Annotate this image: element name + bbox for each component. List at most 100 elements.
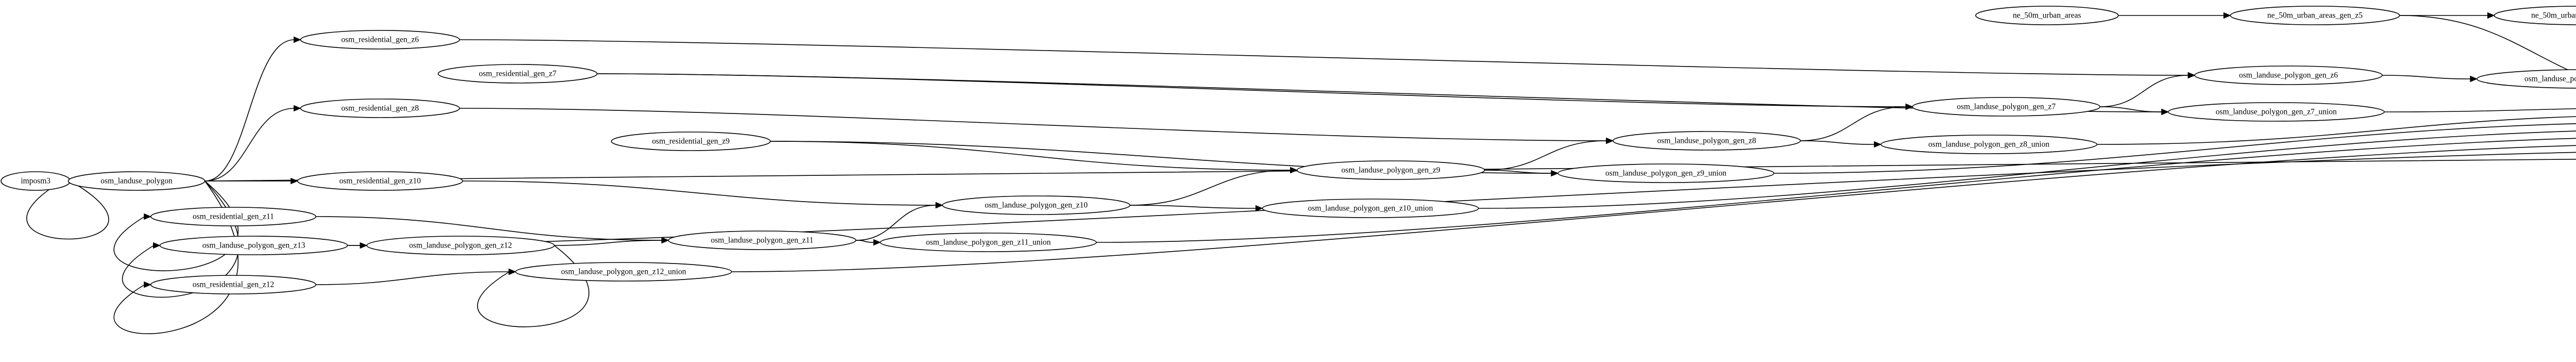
- node-osm_landuse_polygon_gen_z7[interactable]: osm_landuse_polygon_gen_z7: [1912, 97, 2100, 117]
- edge-osm_landuse_polygon_gen_z8--to--osm_landuse_polygon_gen_z8_union: [1800, 140, 1875, 145]
- node-label-osm_residential_gen_z7: osm_residential_gen_z7: [479, 70, 556, 78]
- edge-arrowhead: [935, 202, 943, 209]
- edge-osm_landuse_polygon_gen_z9_union--to--layer_landuse_z9: [1774, 123, 2576, 174]
- edge-arrowhead: [290, 177, 298, 185]
- node-label-osm_landuse_polygon_gen_z11: osm_landuse_polygon_gen_z11: [711, 236, 814, 245]
- node-osm_landuse_polygon_gen_z9[interactable]: osm_landuse_polygon_gen_z9: [1296, 160, 1485, 180]
- edge-osm_landuse_polygon_gen_z11--to--osm_landuse_polygon_gen_z11_union: [856, 240, 874, 243]
- edge-arrowhead: [152, 242, 161, 249]
- edge-osm_landuse_polygon_gen_z12--to--osm_landuse_polygon_gen_z12_union: [477, 245, 589, 327]
- node-osm_landuse_polygon_gen_z10[interactable]: osm_landuse_polygon_gen_z10: [942, 195, 1131, 215]
- node-label-ne_50m_urban_areas_gen_z4: ne_50m_urban_areas_gen_z4: [2531, 11, 2576, 20]
- edge-osm_landuse_polygon--to--osm_residential_gen_z6: [205, 39, 295, 182]
- node-label-osm_residential_gen_z12: osm_residential_gen_z12: [193, 281, 274, 289]
- node-shape-osm_landuse_polygon_gen_z10: [942, 195, 1131, 215]
- edge-arrowhead: [293, 105, 301, 112]
- node-ne_50m_urban_areas_gen_z5[interactable]: ne_50m_urban_areas_gen_z5: [2230, 6, 2400, 25]
- edge-arrowhead: [509, 268, 516, 275]
- node-osm_landuse_polygon_gen_z13[interactable]: osm_landuse_polygon_gen_z13: [159, 236, 348, 255]
- node-shape-ne_50m_urban_areas_gen_z5: [2230, 6, 2400, 25]
- edge-arrowhead: [873, 239, 882, 246]
- node-shape-osm_residential_gen_z6: [300, 30, 460, 50]
- node-label-osm_landuse_polygon_gen_z6_union: osm_landuse_polygon_gen_z6_union: [2524, 75, 2576, 84]
- node-osm_landuse_polygon_gen_z10_union[interactable]: osm_landuse_polygon_gen_z10_union: [1262, 199, 1479, 218]
- edge-osm_landuse_polygon_gen_z8_union--to--layer_landuse_z8: [2097, 116, 2576, 145]
- node-label-osm_residential_gen_z8: osm_residential_gen_z8: [341, 104, 419, 113]
- edge-arrowhead: [1290, 167, 1298, 174]
- edge-osm_landuse_polygon_gen_z7_union--to--layer_landuse_z7: [2384, 108, 2576, 112]
- node-label-osm_landuse_polygon_gen_z8: osm_landuse_polygon_gen_z8: [1657, 137, 1756, 145]
- node-osm_landuse_polygon[interactable]: osm_landuse_polygon: [67, 171, 206, 191]
- node-label-osm_landuse_polygon_gen_z9_union: osm_landuse_polygon_gen_z9_union: [1605, 169, 1726, 178]
- edge-ne_50m_urban_areas_gen_z5--to--layer_landuse_z5: [2399, 15, 2576, 74]
- node-osm_landuse_polygon_gen_z8_union[interactable]: osm_landuse_polygon_gen_z8_union: [1880, 135, 2097, 154]
- edge-osm_landuse_polygon_gen_z9--to--osm_landuse_polygon_gen_z8: [1484, 140, 1607, 171]
- edge-osm_residential_gen_z9--to--osm_landuse_polygon_gen_z9: [770, 141, 1291, 171]
- node-label-osm_landuse_polygon_gen_z7: osm_landuse_polygon_gen_z7: [1957, 103, 2056, 111]
- node-label-osm_residential_gen_z11: osm_residential_gen_z11: [193, 212, 274, 221]
- edge-osm_residential_gen_z11--to--osm_landuse_polygon_gen_z11: [316, 216, 663, 241]
- edge-arrowhead: [2487, 12, 2495, 19]
- node-osm_residential_gen_z8[interactable]: osm_residential_gen_z8: [300, 98, 460, 118]
- node-osm_landuse_polygon_gen_z11_union[interactable]: osm_landuse_polygon_gen_z11_union: [879, 233, 1097, 252]
- node-osm_landuse_polygon_gen_z9_union[interactable]: osm_landuse_polygon_gen_z9_union: [1557, 163, 1774, 183]
- node-osm_residential_gen_z9[interactable]: osm_residential_gen_z9: [611, 131, 771, 151]
- node-osm_landuse_polygon_gen_z7_union[interactable]: osm_landuse_polygon_gen_z7_union: [2167, 102, 2385, 122]
- node-osm_residential_gen_z11[interactable]: osm_residential_gen_z11: [150, 207, 316, 226]
- node-shape-osm_residential_gen_z10: [297, 171, 463, 191]
- node-label-osm_residential_gen_z10: osm_residential_gen_z10: [339, 177, 421, 186]
- node-label-osm_landuse_polygon_gen_z12: osm_landuse_polygon_gen_z12: [409, 241, 512, 250]
- node-shape-osm_landuse_polygon_gen_z12: [366, 236, 555, 255]
- node-label-osm_landuse_polygon_gen_z12_union: osm_landuse_polygon_gen_z12_union: [561, 268, 686, 276]
- node-shape-osm_landuse_polygon_gen_z6: [2194, 65, 2383, 85]
- node-osm_landuse_polygon_gen_z6[interactable]: osm_landuse_polygon_gen_z6: [2194, 65, 2383, 85]
- node-shape-ne_50m_urban_areas: [1975, 6, 2119, 25]
- node-osm_landuse_polygon_gen_z6_union[interactable]: osm_landuse_polygon_gen_z6_union: [2477, 69, 2576, 89]
- edge-arrowhead: [293, 36, 301, 43]
- node-shape-osm_landuse_polygon: [67, 171, 206, 191]
- edge-osm_landuse_polygon_gen_z13--to--layer_landuse_z13: [347, 152, 2576, 246]
- edge-osm_residential_gen_z10--to--osm_landuse_polygon_gen_z10: [462, 180, 937, 206]
- node-label-osm_landuse_polygon_gen_z9: osm_landuse_polygon_gen_z9: [1342, 166, 1440, 175]
- node-osm_residential_gen_z10[interactable]: osm_residential_gen_z10: [297, 171, 463, 191]
- edge-osm_landuse_polygon_gen_z10--to--osm_landuse_polygon_gen_z9: [1130, 170, 1291, 206]
- node-osm_residential_gen_z6[interactable]: osm_residential_gen_z6: [300, 30, 460, 50]
- node-label-osm_landuse_polygon_gen_z10_union: osm_landuse_polygon_gen_z10_union: [1308, 204, 1433, 213]
- node-ne_50m_urban_areas[interactable]: ne_50m_urban_areas: [1975, 6, 2119, 25]
- edge-arrowhead: [2188, 72, 2196, 79]
- node-osm_residential_gen_z7[interactable]: osm_residential_gen_z7: [437, 64, 598, 84]
- node-osm_landuse_polygon_gen_z8[interactable]: osm_landuse_polygon_gen_z8: [1612, 131, 1801, 151]
- edge-osm_landuse_polygon--to--osm_landuse_polygon_gen_z13: [122, 180, 240, 298]
- edge-osm_landuse_polygon_gen_z10_union--to--layer_landuse_z10: [1478, 130, 2576, 209]
- edge-arrowhead: [1905, 103, 1913, 110]
- node-shape-osm_residential_gen_z8: [300, 98, 460, 118]
- node-shape-osm_residential_gen_z7: [437, 64, 598, 84]
- node-imposm3[interactable]: imposm3: [1, 171, 71, 191]
- node-label-osm_landuse_polygon_gen_z10: osm_landuse_polygon_gen_z10: [985, 201, 1088, 210]
- node-label-osm_residential_gen_z6: osm_residential_gen_z6: [341, 36, 419, 44]
- node-label-osm_landuse_polygon_gen_z8_union: osm_landuse_polygon_gen_z8_union: [1928, 140, 2049, 149]
- node-osm_residential_gen_z12[interactable]: osm_residential_gen_z12: [150, 275, 316, 294]
- edge-arrowhead: [2470, 75, 2478, 83]
- edge-osm_residential_gen_z7--to--osm_landuse_polygon_gen_z7: [597, 73, 1907, 107]
- edge-arrowhead: [661, 237, 669, 244]
- node-shape-osm_residential_gen_z12: [150, 275, 316, 294]
- edge-osm_residential_gen_z12--to--osm_landuse_polygon_gen_z12_union: [316, 271, 510, 285]
- node-shape-osm_landuse_polygon_gen_z11_union: [879, 233, 1097, 252]
- node-shape-osm_residential_gen_z11: [150, 207, 316, 226]
- edge-osm_landuse_polygon_gen_z7--to--osm_landuse_polygon_gen_z7_union: [2100, 106, 2162, 112]
- node-shape-osm_landuse_polygon_gen_z12_union: [515, 262, 732, 282]
- node-label-osm_landuse_polygon_gen_z7_union: osm_landuse_polygon_gen_z7_union: [2216, 108, 2337, 117]
- node-osm_landuse_polygon_gen_z11[interactable]: osm_landuse_polygon_gen_z11: [668, 231, 857, 250]
- edge-arrowhead: [2223, 12, 2231, 19]
- edge-osm_residential_gen_z6--to--osm_landuse_polygon_gen_z6: [459, 39, 2189, 76]
- node-shape-osm_landuse_polygon_gen_z11: [668, 231, 857, 250]
- node-shape-osm_landuse_polygon_gen_z10_union: [1262, 199, 1479, 218]
- edge-osm_landuse_polygon_gen_z10--to--osm_landuse_polygon_gen_z10_union: [1130, 205, 1257, 209]
- node-osm_landuse_polygon_gen_z12[interactable]: osm_landuse_polygon_gen_z12: [366, 236, 555, 255]
- node-shape-osm_landuse_polygon_gen_z8: [1612, 131, 1801, 151]
- edge-arrowhead: [1551, 170, 1559, 177]
- node-osm_landuse_polygon_gen_z12_union[interactable]: osm_landuse_polygon_gen_z12_union: [515, 262, 732, 282]
- node-ne_50m_urban_areas_gen_z4[interactable]: ne_50m_urban_areas_gen_z4: [2494, 6, 2576, 25]
